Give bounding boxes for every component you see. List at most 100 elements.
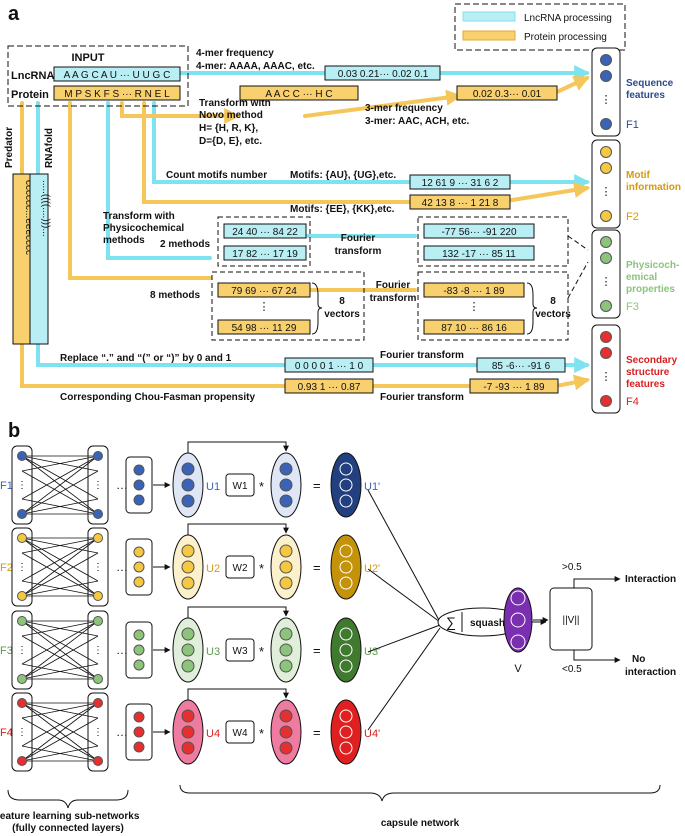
ss-lnc-vector-box [284, 357, 374, 373]
capsule-node [339, 741, 353, 755]
layer-node [133, 726, 145, 738]
layer-node [133, 494, 145, 506]
net-node [17, 451, 27, 461]
kmer4-title: 4-mer frequency [196, 48, 274, 59]
physchem-prot-in-vdots: ⋮ [259, 301, 270, 313]
net-vdots: ⋮ [93, 727, 103, 738]
novo-line-4: D={D, E}, etc. [199, 136, 262, 147]
ss-fourier-2: Fourier transform [380, 392, 464, 403]
physchem-prot-in-1: 54 98 ··· 11 29 [232, 323, 297, 334]
w-label: W2 [233, 563, 248, 574]
v-label: V [514, 663, 522, 675]
w-label: W4 [233, 728, 248, 739]
capsule-node [181, 627, 195, 641]
feature-dot [600, 347, 612, 359]
u-label: U3 [206, 646, 220, 658]
layer-node [133, 576, 145, 588]
ss-lnc-string: .....((((....)))... [40, 180, 51, 237]
feature-dot [600, 395, 612, 407]
capsule-node [339, 627, 353, 641]
capsule-node [339, 659, 353, 673]
net-node [93, 509, 103, 519]
prot-sequence-box [53, 85, 181, 101]
capsule-node [279, 643, 293, 657]
physchem-prot-in-0: 79 69 ··· 67 24 [231, 286, 297, 297]
row-ellipsis: … [116, 478, 128, 492]
multiply-sign: * [259, 479, 264, 494]
capsule-node [339, 544, 353, 558]
sub-networks-label-2: (fully connected layers) [12, 823, 124, 834]
capsule-node [279, 709, 293, 723]
legend-lnc-swatch [462, 11, 516, 22]
net-vdots: ⋮ [93, 480, 103, 491]
feature-f4-name3: features [626, 379, 665, 390]
kmer3-vector: 0.02 0.3··· 0.01 [473, 89, 542, 100]
capsule-node [279, 576, 293, 590]
secondary-structure-tubes: Predator RNAfold cccccc...eeecccc .....(… [4, 127, 55, 345]
u-prime-label: U2' [364, 563, 380, 575]
ss-lnc-box [29, 173, 49, 345]
chou-fasman-label: Corresponding Chou-Fasman propensity [60, 392, 255, 403]
physchem-prot-in-vectors-w: vectors [324, 309, 360, 320]
net-node [93, 533, 103, 543]
net-vdots: ⋮ [93, 645, 103, 656]
w-label: W3 [233, 646, 248, 657]
feature-f2-name1: Motif [626, 170, 651, 181]
squashing-label: squashing [470, 618, 520, 629]
capsule-node [339, 494, 353, 508]
u-label: U1 [206, 481, 220, 493]
ss-lnc-out: 85 -6··· -91 6 [492, 361, 551, 372]
row-feature-label: F3 [0, 645, 13, 657]
kmer4-vector: 0.03 0.21··· 0.02 0.1 [338, 69, 429, 80]
equals-sign: = [313, 725, 321, 740]
net-vdots: ⋮ [17, 562, 27, 573]
legend-prot-swatch [462, 30, 516, 41]
capsule-node [339, 709, 353, 723]
multiply-sign: * [259, 644, 264, 659]
predator-label: Predator [4, 127, 15, 168]
net-node [93, 616, 103, 626]
u-prime-label: U3' [364, 646, 380, 658]
feature-f1-name2: features [626, 90, 665, 101]
capsule-node [279, 544, 293, 558]
capsule-node [279, 462, 293, 476]
capsule-node [279, 494, 293, 508]
layer-node [133, 659, 145, 671]
physchem-prot-out-vdots: ⋮ [469, 301, 480, 313]
ss-prot-vector-box [284, 378, 374, 394]
rnafold-label: RNAfold [44, 128, 55, 168]
feature-columns: ⋮SequencefeaturesF1⋮MotifinformationF2⋮P… [591, 47, 681, 414]
net-node [17, 591, 27, 601]
interaction-label: Interaction [625, 574, 676, 585]
replace-label: Replace “.” and “(” or “)” by 0 and 1 [60, 353, 232, 364]
feature-f3-name2: emical [626, 272, 657, 283]
motif-lnc-vector: 12 61 9 ··· 31 6 2 [422, 178, 499, 189]
capsule-node [181, 741, 195, 755]
net-node [17, 674, 27, 684]
feature-f3-name3: properties [626, 284, 675, 295]
net-node [17, 756, 27, 766]
capsule-node [181, 709, 195, 723]
feature-vdots: ⋮ [601, 371, 612, 383]
kmer4-vector-box [324, 65, 441, 81]
physchem-prot-in-vectors-n: 8 [339, 296, 345, 307]
net-vdots: ⋮ [17, 727, 27, 738]
multiply-sign: * [259, 561, 264, 576]
capsule-node [181, 560, 195, 574]
feature-dot [600, 210, 612, 222]
capsule-network-label: capsule network [381, 818, 460, 829]
capsule-node [339, 725, 353, 739]
physchem-prot-out-vectors-w: vectors [535, 309, 571, 320]
capsule-node [339, 462, 353, 476]
input-title: INPUT [72, 52, 105, 64]
physchem-prot-out-vectors-n: 8 [550, 296, 556, 307]
ss-prot-vector: 0.93 1 ··· 0.87 [298, 382, 361, 393]
physchem-prot-out-0: -83 -8 ··· 1 89 [443, 286, 505, 297]
physchem-transform-1: transform [335, 246, 382, 257]
